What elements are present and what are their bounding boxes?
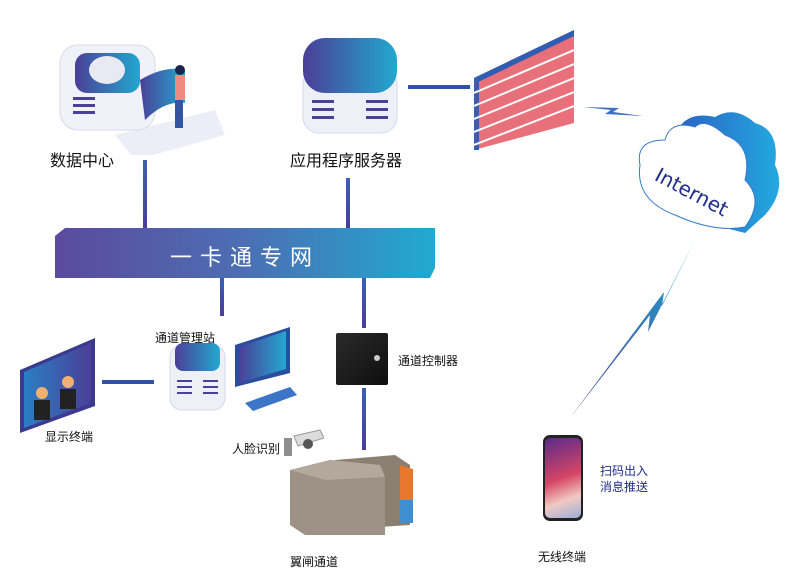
link-display-station [102,380,154,384]
bus-title: 一卡通专网 [169,246,320,271]
mobile-feature-scan: 扫码出入 [600,464,649,478]
face-recognition-label: 人脸识别 [232,442,281,456]
link-server-firewall [408,85,470,89]
display-label: 显示终端 [45,430,94,444]
link-server-bus [346,178,350,230]
wireless-signal-icon [570,240,695,418]
data-center-icon [59,44,225,155]
link-controller-gate [362,388,366,450]
controller-icon [336,333,388,385]
controller-label: 通道控制器 [398,354,459,368]
workstation-icon [169,327,297,411]
cloud-icon [638,112,780,233]
data-center-label: 数据中心 [50,151,115,170]
link-datacenter-bus [143,160,147,230]
link-bus-station [220,278,224,316]
camera-icon [284,429,324,456]
network-bus: 一卡通专网 [55,228,435,278]
display-icon [20,338,95,433]
app-server-label: 应用程序服务器 [290,151,403,170]
channel-station-label: 通道管理站 [155,331,216,345]
server-icon [302,38,398,134]
turnstile-icon [290,455,413,535]
wireless-signal-icon [583,107,643,116]
link-bus-controller [362,278,366,328]
mobile-feature-push: 消息推送 [600,480,649,494]
gate-label: 翼闸通道 [290,555,339,569]
mobile-label: 无线终端 [538,550,587,564]
firewall-icon [474,30,574,150]
phone-icon [543,435,583,521]
